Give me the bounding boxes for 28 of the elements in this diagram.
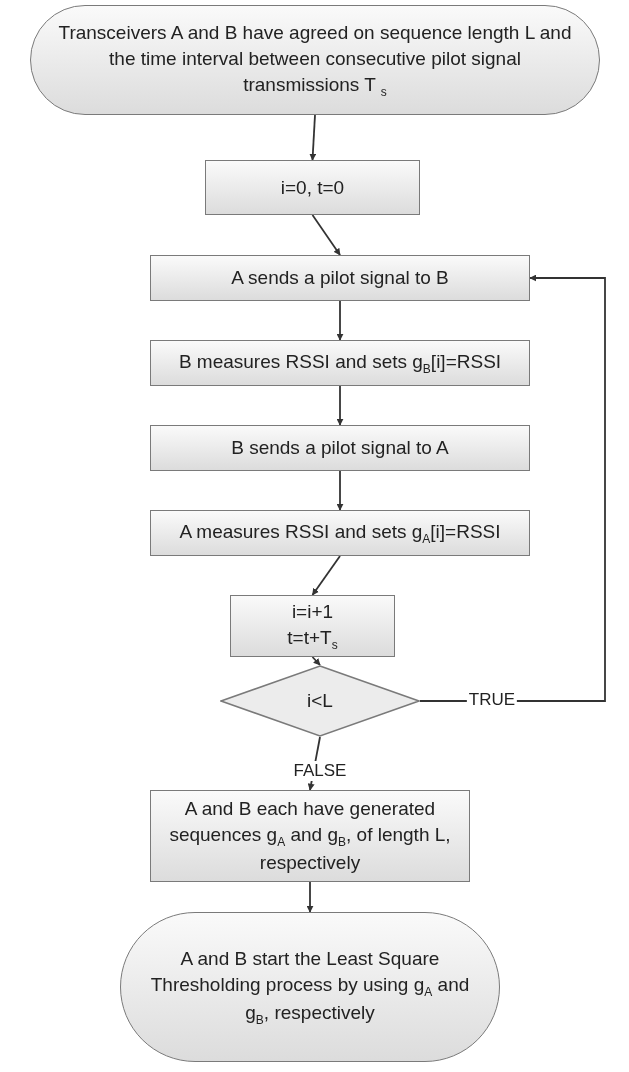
arrow <box>309 114 317 161</box>
decision-diamond <box>220 665 420 737</box>
process-box <box>205 160 420 215</box>
node-text: A measures RSSI and sets g$_{A}$[i]=RSSI <box>179 520 501 547</box>
arrow <box>311 214 341 256</box>
node-text: A and B each have generated sequences g$_{A}$ and g$_{B}$, of length L, respectively <box>168 797 452 875</box>
arrow <box>336 385 344 426</box>
arrow <box>311 656 321 666</box>
process-box <box>150 510 530 556</box>
arrow <box>311 555 341 596</box>
process-box <box>150 340 530 386</box>
node-text: B measures RSSI and sets g$_{B}$[i]=RSSI <box>178 350 502 377</box>
node-text: A and B start the Least Square Thresholding process by using g$_{A}$ and g$_{B}$, respectively <box>149 947 471 1028</box>
process-box <box>150 425 530 471</box>
process-box <box>150 255 530 301</box>
node-text: A sends a pilot signal to B <box>231 266 449 291</box>
process-box <box>230 595 395 657</box>
node-text: B sends a pilot signal to A <box>231 436 449 461</box>
node-text: i=0, t=0 <box>280 175 345 200</box>
process-box <box>150 790 470 882</box>
arrow <box>336 470 344 511</box>
node-text: Transceivers A and B have agreed on sequence length L and the time interval between consecutive pilot signal transmissions T $_{s}$ <box>57 21 573 100</box>
edge-label: FALSE <box>291 761 349 781</box>
node-text: i<L <box>307 689 333 714</box>
arrow <box>419 274 606 702</box>
arrow <box>336 300 344 341</box>
arrow <box>306 881 314 913</box>
node-text: i=i+1 t=t+T$_{s}$ <box>286 600 339 653</box>
